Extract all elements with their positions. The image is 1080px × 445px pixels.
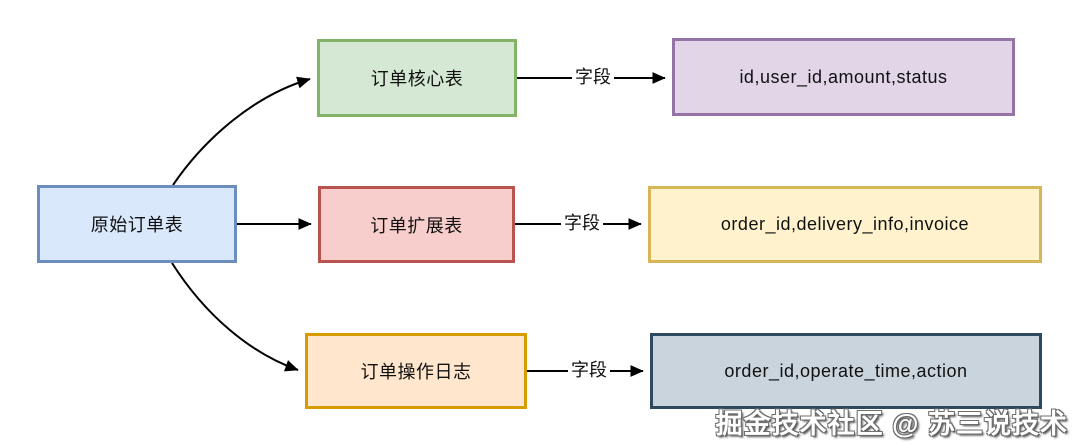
edge-source-to-log xyxy=(171,262,299,372)
source-table-label: 原始订单表 xyxy=(90,215,184,235)
log-fields-text: order_id,operate_time,action xyxy=(724,360,968,381)
log-table-node: 订单操作日志 xyxy=(305,333,527,409)
core-table-label: 订单核心表 xyxy=(370,69,464,89)
core-fields-node: id,user_id,amount,status xyxy=(672,38,1015,116)
watermark: 掘金技术社区 @ 苏三说技术 xyxy=(715,409,1068,439)
edge-label-log-fields: 字段 xyxy=(568,360,610,382)
core-fields-text: id,user_id,amount,status xyxy=(739,66,948,87)
edge-label-core-fields: 字段 xyxy=(572,67,614,89)
extension-fields-node: order_id,delivery_info,invoice xyxy=(648,186,1042,263)
extension-table-node: 订单扩展表 xyxy=(318,186,515,263)
edge-source-to-core xyxy=(172,76,311,186)
source-table-node: 原始订单表 xyxy=(37,185,237,263)
core-table-node: 订单核心表 xyxy=(317,39,517,117)
log-table-label: 订单操作日志 xyxy=(360,362,472,382)
extension-table-label: 订单扩展表 xyxy=(370,215,463,236)
extension-fields-text: order_id,delivery_info,invoice xyxy=(720,214,970,234)
edge-label-extension-fields: 字段 xyxy=(561,213,603,235)
log-fields-node: order_id,operate_time,action xyxy=(650,333,1042,409)
